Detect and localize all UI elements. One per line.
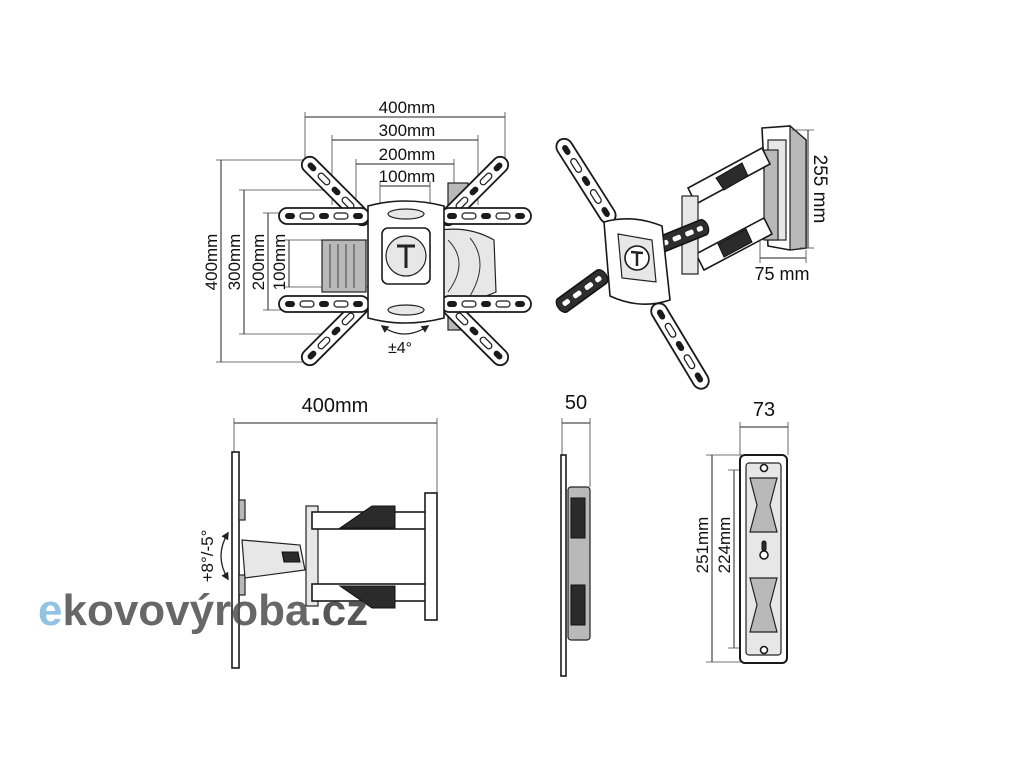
- keyhole-top: [759, 463, 769, 473]
- lower-arm-cover: [717, 228, 753, 258]
- mount-arm-horizontal-top-right: [440, 207, 532, 225]
- tilt-head-block: [321, 239, 367, 293]
- wall-plate-width-label: 73: [753, 399, 775, 421]
- perspective-plate-mark: [630, 250, 644, 266]
- plate-cutout-bottom: [387, 304, 425, 316]
- mount-arm-lower-left: [552, 266, 612, 316]
- mount-arm-horizontal-top-left: [278, 207, 370, 225]
- lower-arm-cover: [338, 585, 396, 609]
- tv-plate-profile: [231, 451, 240, 669]
- watermark-prefix: e: [38, 586, 62, 635]
- width-400-label: 400mm: [379, 98, 436, 117]
- wall-plate-outer-height-label: 251mm: [693, 517, 712, 574]
- arm-curve-detail: [469, 237, 481, 297]
- profile-view: 50: [560, 392, 591, 677]
- perspective-depth-label: 75 mm: [754, 264, 809, 284]
- wall-plate-profile: [424, 492, 438, 621]
- height-300-label: 300mm: [225, 234, 244, 291]
- mount-arm-horizontal-bottom-right: [440, 295, 532, 313]
- arm-link: [763, 149, 779, 241]
- arm-link-profile: [305, 505, 319, 607]
- wall-plate-view: 73 251mm 224mm: [693, 399, 789, 664]
- tilt-head-profile: [241, 539, 306, 579]
- upper-arm-cover: [338, 505, 396, 529]
- width-200-label: 200mm: [379, 145, 436, 164]
- keyhole-bottom: [759, 645, 769, 655]
- mount-arm-upper-left: [552, 134, 620, 228]
- wall-plate-hourglass-upper: [749, 477, 778, 533]
- height-400-label: 400mm: [202, 234, 221, 291]
- upper-arm-cover: [715, 162, 749, 191]
- rotation-label: ±4°: [388, 340, 412, 357]
- tv-plate-tab: [238, 574, 246, 596]
- wall-plate-inner-height-label: 224mm: [715, 517, 734, 574]
- mount-arm-lower-right: [647, 299, 713, 393]
- watermark-suffix: .cz: [309, 586, 368, 635]
- height-100-label: 100mm: [270, 234, 289, 291]
- central-plate: [367, 200, 445, 324]
- rotation-arrow: [380, 325, 430, 335]
- width-100-label: 100mm: [379, 167, 436, 186]
- plate-cutout-top: [387, 208, 425, 220]
- wall-plate-side: [789, 124, 807, 251]
- front-view: 400mm 300mm 200mm 100mm 400mm 300mm: [202, 98, 532, 370]
- profile-depth-label: 50: [565, 392, 587, 414]
- plate-center-mark: [397, 244, 415, 268]
- wall-plate-hourglass-lower: [749, 577, 778, 633]
- tilt-head-knob: [281, 551, 301, 563]
- height-200-label: 200mm: [249, 234, 268, 291]
- side-view: 400mm +8°/-5°: [198, 395, 438, 669]
- side-width-label: 400mm: [302, 395, 369, 417]
- watermark-logo: ekovovýroba.cz: [38, 586, 368, 635]
- mount-arm-horizontal-bottom-left: [278, 295, 370, 313]
- tilt-arrow: [220, 531, 229, 581]
- keyhole-middle: [759, 550, 769, 560]
- folded-arm-cover: [570, 584, 586, 626]
- tv-plate-edge: [560, 454, 567, 677]
- watermark-main: kovovýroba: [62, 586, 310, 635]
- perspective-height-label: 255 mm: [809, 155, 830, 224]
- folded-arm-cover: [570, 497, 586, 539]
- perspective-view: 255 mm 75 mm: [552, 124, 830, 393]
- keyhole-middle-slot: [761, 540, 767, 552]
- arm-curve-detail: [447, 239, 460, 293]
- front-height-dimensions: 400mm 300mm 200mm 100mm: [202, 159, 380, 363]
- width-300-label: 300mm: [379, 121, 436, 140]
- tv-plate-tab: [238, 499, 246, 521]
- tilt-label: +8°/-5°: [198, 530, 217, 583]
